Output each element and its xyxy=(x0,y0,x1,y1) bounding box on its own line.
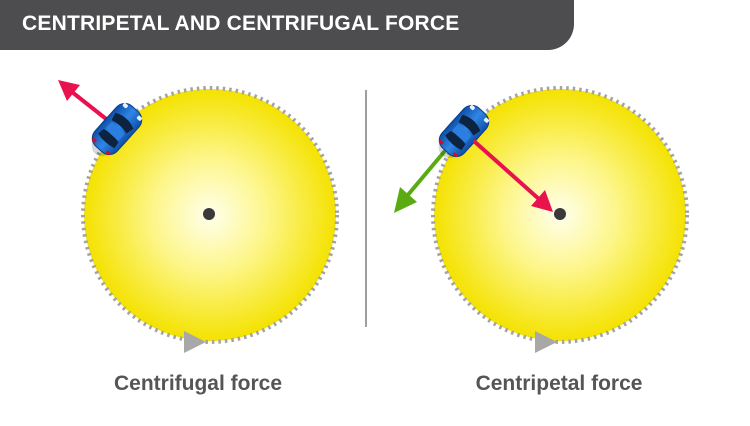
caption-centripetal: Centripetal force xyxy=(475,372,643,395)
circular-path-right xyxy=(431,86,689,344)
centrifugal-panel xyxy=(58,80,339,353)
tangential-velocity-arrow xyxy=(394,150,446,213)
caption-centrifugal: Centrifugal force xyxy=(113,372,283,395)
centripetal-force-arrow xyxy=(473,140,553,212)
centrifugal-force-arrow xyxy=(58,80,112,124)
direction-arrowhead-icon xyxy=(184,331,206,353)
page-title: CENTRIPETAL AND CENTRIFUGAL FORCE xyxy=(22,12,460,35)
centripetal-panel xyxy=(394,86,689,353)
title-banner: CENTRIPETAL AND CENTRIFUGAL FORCE xyxy=(0,0,574,50)
center-point-icon xyxy=(203,208,215,220)
center-point-icon xyxy=(554,208,566,220)
circular-path-left xyxy=(81,86,339,344)
direction-arrowhead-icon xyxy=(535,331,557,353)
